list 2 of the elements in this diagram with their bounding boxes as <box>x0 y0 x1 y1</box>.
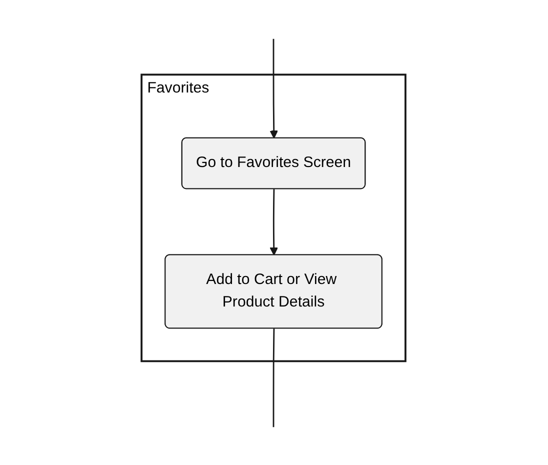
arrow <box>270 188 278 256</box>
arrow <box>270 38 278 138</box>
